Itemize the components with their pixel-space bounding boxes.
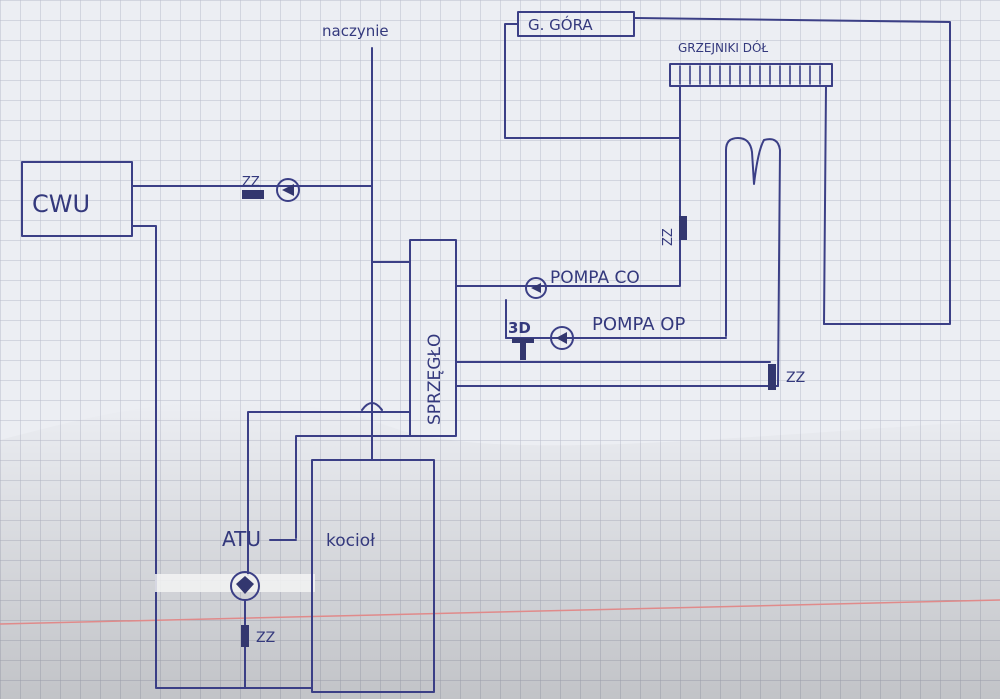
pipe-boiler-atu-right: [295, 435, 411, 539]
sprzeglo-label: SPRZĘGŁO: [425, 334, 445, 425]
zz-cwu-icon: [242, 190, 264, 199]
pump-op-triangle-icon: [556, 332, 567, 344]
pipe-crossover-arc: [361, 402, 383, 411]
atu-label: ATU: [222, 527, 261, 551]
zz-co-label: ZZ: [661, 228, 676, 246]
pipe-g-gora-left: [504, 23, 681, 139]
kociol-box: [311, 459, 435, 693]
zz-cwu-label: ZZ: [242, 175, 260, 190]
naczynie-label: naczynie: [322, 22, 389, 40]
grzejniki-dol-label: GRZEJNIKI DÓŁ: [678, 40, 768, 55]
pump-cwu-icon: [276, 178, 300, 202]
zz-atu-label: ZZ: [256, 630, 275, 646]
zz-return-icon: [768, 364, 776, 390]
diamond-atu-icon: [236, 576, 254, 594]
pipe-cwu-return: [131, 225, 313, 689]
valve-3d-label: 3D: [508, 319, 531, 337]
zz-atu-icon: [241, 625, 249, 647]
pompa-op-label: POMPA OP: [592, 314, 685, 335]
correction-tape: [155, 574, 315, 592]
cwu-label: CWU: [32, 190, 90, 218]
shadow: [0, 400, 1000, 699]
pipe-co-supply: [455, 85, 681, 287]
margin-line: [0, 599, 1000, 625]
valve-3d-icon: [512, 338, 534, 360]
pompa-co-label: POMPA CO: [550, 268, 640, 288]
pump-co-icon: [525, 277, 547, 299]
pump-co-triangle-icon: [531, 283, 541, 293]
grzejniki-dol-box: [669, 63, 833, 87]
pump-op-icon: [550, 326, 574, 350]
radiator-fins: [679, 65, 821, 85]
pump-cwu-triangle-icon: [282, 184, 294, 196]
pipe-g-gora-right: [633, 17, 951, 325]
pipe-radiator-right: [823, 85, 833, 325]
zz-co-icon: [679, 216, 687, 240]
zz-return-label: ZZ: [786, 370, 805, 386]
g-gora-label: G. GÓRA: [528, 15, 593, 34]
pipe-floor-loop: [725, 137, 781, 387]
kociol-label: kocioł: [326, 531, 375, 551]
sprzeglo-box: [409, 239, 457, 437]
cwu-box: [21, 161, 133, 237]
pipe-boiler-atu-left: [247, 411, 411, 576]
